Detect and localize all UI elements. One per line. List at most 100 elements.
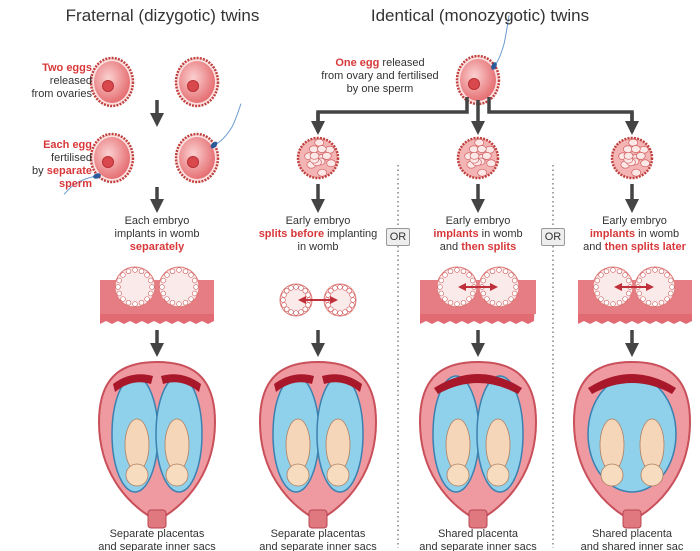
blastocyst-cell [454,301,460,307]
blastocyst-cell [293,284,299,290]
embryo-icon [610,136,654,180]
blastocyst-cell [626,277,632,284]
label-text: in womb [297,241,339,253]
highlight-text: separately [129,241,185,253]
blastocyst-cell [182,268,189,274]
blastocyst-cell [669,284,675,290]
blastocyst-cell [281,292,287,298]
label-text: in womb [635,228,680,240]
fetus-head [286,463,310,487]
blastocyst-cell [288,285,294,291]
embryo-cell [477,168,488,177]
label-text: by one sperm [346,83,414,95]
blastocyst-cell [438,290,444,297]
egg-nucleus [102,156,114,168]
blastocyst-cell [298,309,304,315]
blastocyst-cell [346,306,352,312]
blastocyst-cell [622,272,628,278]
label-text: fertilised [51,152,92,164]
blastocyst-cell [169,300,176,306]
label-text: and [583,241,605,253]
blastocyst-cell [593,284,599,290]
blastocyst-cell [470,290,476,297]
blastocyst-icon [114,266,156,308]
blastocyst-cell [447,268,454,274]
blastocyst-icon [158,266,200,308]
blastocyst-cell [144,272,150,278]
blastocyst-cell [626,290,632,297]
uterus-icon [97,360,217,529]
blastocyst-cell [636,277,642,284]
blastocyst-cell [332,309,338,315]
label-text: and [439,241,462,253]
blastocyst-cell [437,284,443,290]
or-badge: OR [386,228,410,246]
blastocyst-cell [460,300,467,306]
blastocyst-cell [280,297,286,303]
blastocyst-wall [158,266,200,308]
blastocyst-cell [293,310,299,316]
blastocyst-cell [148,290,154,297]
sperm-tail [493,15,510,67]
placenta [274,374,314,392]
blastocyst-cell [132,301,138,307]
blastocyst-wall [114,266,156,308]
blastocyst-cell [508,272,514,278]
placenta [113,374,153,392]
embryo-icon [456,136,500,180]
fetus-head [165,463,189,487]
fetus-body [485,418,511,472]
embryo-cell [631,168,642,177]
blastocyst-cell [513,284,519,290]
blastocyst-cell [610,267,616,273]
blastocyst-cell [442,296,448,302]
blastocyst-cell [298,285,304,291]
blastocyst-cell [132,267,138,273]
embryo-cell [321,152,332,160]
blastocyst-cell [302,306,308,312]
sperm-tail [63,175,98,195]
branch-line [487,97,634,132]
blastocyst-cell [502,268,509,274]
fetus-body [325,418,351,472]
blastocyst-cell [442,272,448,278]
embryo-cell [630,145,641,153]
egg-icon [174,56,220,108]
blastocyst-cell [138,300,145,306]
blastocyst-cell [652,267,658,273]
blastocyst-cell [350,297,356,303]
blastocyst-cell [484,272,490,278]
blastocyst-cell [640,272,646,278]
blastocyst-cell [325,292,331,298]
embryo-cell [628,138,639,147]
blastocyst-cell [603,268,610,274]
sperm-head [93,173,101,179]
embryo-cell [640,159,650,168]
embryo-cell [469,151,480,160]
blastocyst-cell [305,292,311,298]
blastocyst-cell [332,285,338,291]
blastocyst-cell [169,268,176,274]
blastocyst-cell [342,309,348,315]
embryo-cell [476,145,487,153]
fetus-head [125,463,149,487]
blastocyst-cell [160,277,166,284]
embryo-cell [623,151,634,160]
embryo-cell [314,138,325,147]
blastocyst-cell [288,309,294,315]
embryo-cell [486,159,496,168]
blastocyst-cell [284,288,290,294]
blastocyst-cell [658,268,665,274]
blastocyst-cell [302,288,308,294]
blastocyst-cell [484,296,490,302]
blastocyst-cell [160,290,166,297]
egg-nucleus [102,80,114,92]
sperm-icon [491,15,510,70]
blastocyst-cell [188,296,194,302]
fetus-body [285,418,311,472]
blastocyst-cell [668,277,674,284]
blastocyst-cell [664,296,670,302]
blastocyst-icon [634,266,676,308]
cervix [468,509,488,529]
